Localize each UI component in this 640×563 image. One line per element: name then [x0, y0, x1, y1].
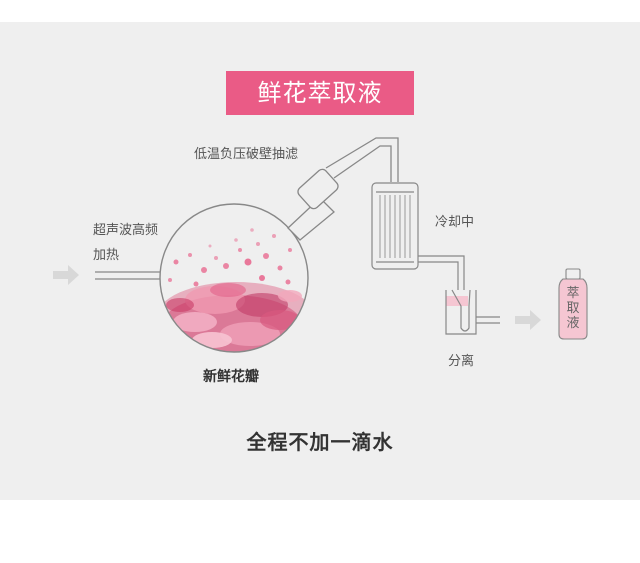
bottle-icon — [558, 268, 588, 340]
label-suction: 低温负压破壁抽滤 — [194, 147, 299, 162]
flask-neck — [287, 168, 339, 241]
label-ultrasonic-line1: 超声波高频 — [93, 223, 159, 238]
footer-slogan: 全程不加一滴水 — [246, 430, 394, 454]
label-fresh-petals: 新鲜花瓣 — [203, 369, 259, 385]
outlet-pipe — [418, 255, 465, 290]
diagram-title: 鲜花萃取液 — [226, 71, 414, 115]
arrow-right-icon — [515, 310, 541, 330]
fresh-petals-icon — [160, 282, 308, 352]
label-separation: 分离 — [448, 354, 475, 369]
condenser-icon — [371, 182, 419, 270]
arrow-right-icon — [53, 265, 79, 285]
round-flask-icon — [159, 203, 309, 353]
connecting-pipe — [325, 137, 399, 182]
bottle-label-line3: 液 — [566, 316, 580, 331]
input-pipe — [95, 271, 160, 280]
bottle-label: 萃 取 液 — [560, 286, 586, 331]
rising-petals — [168, 228, 292, 287]
bottle-label-line2: 取 — [566, 301, 580, 316]
bottle-label-line1: 萃 — [566, 286, 580, 301]
separator-tube-icon — [445, 289, 500, 335]
label-ultrasonic-line2: 加热 — [93, 248, 120, 263]
label-cooling: 冷却中 — [435, 215, 475, 230]
